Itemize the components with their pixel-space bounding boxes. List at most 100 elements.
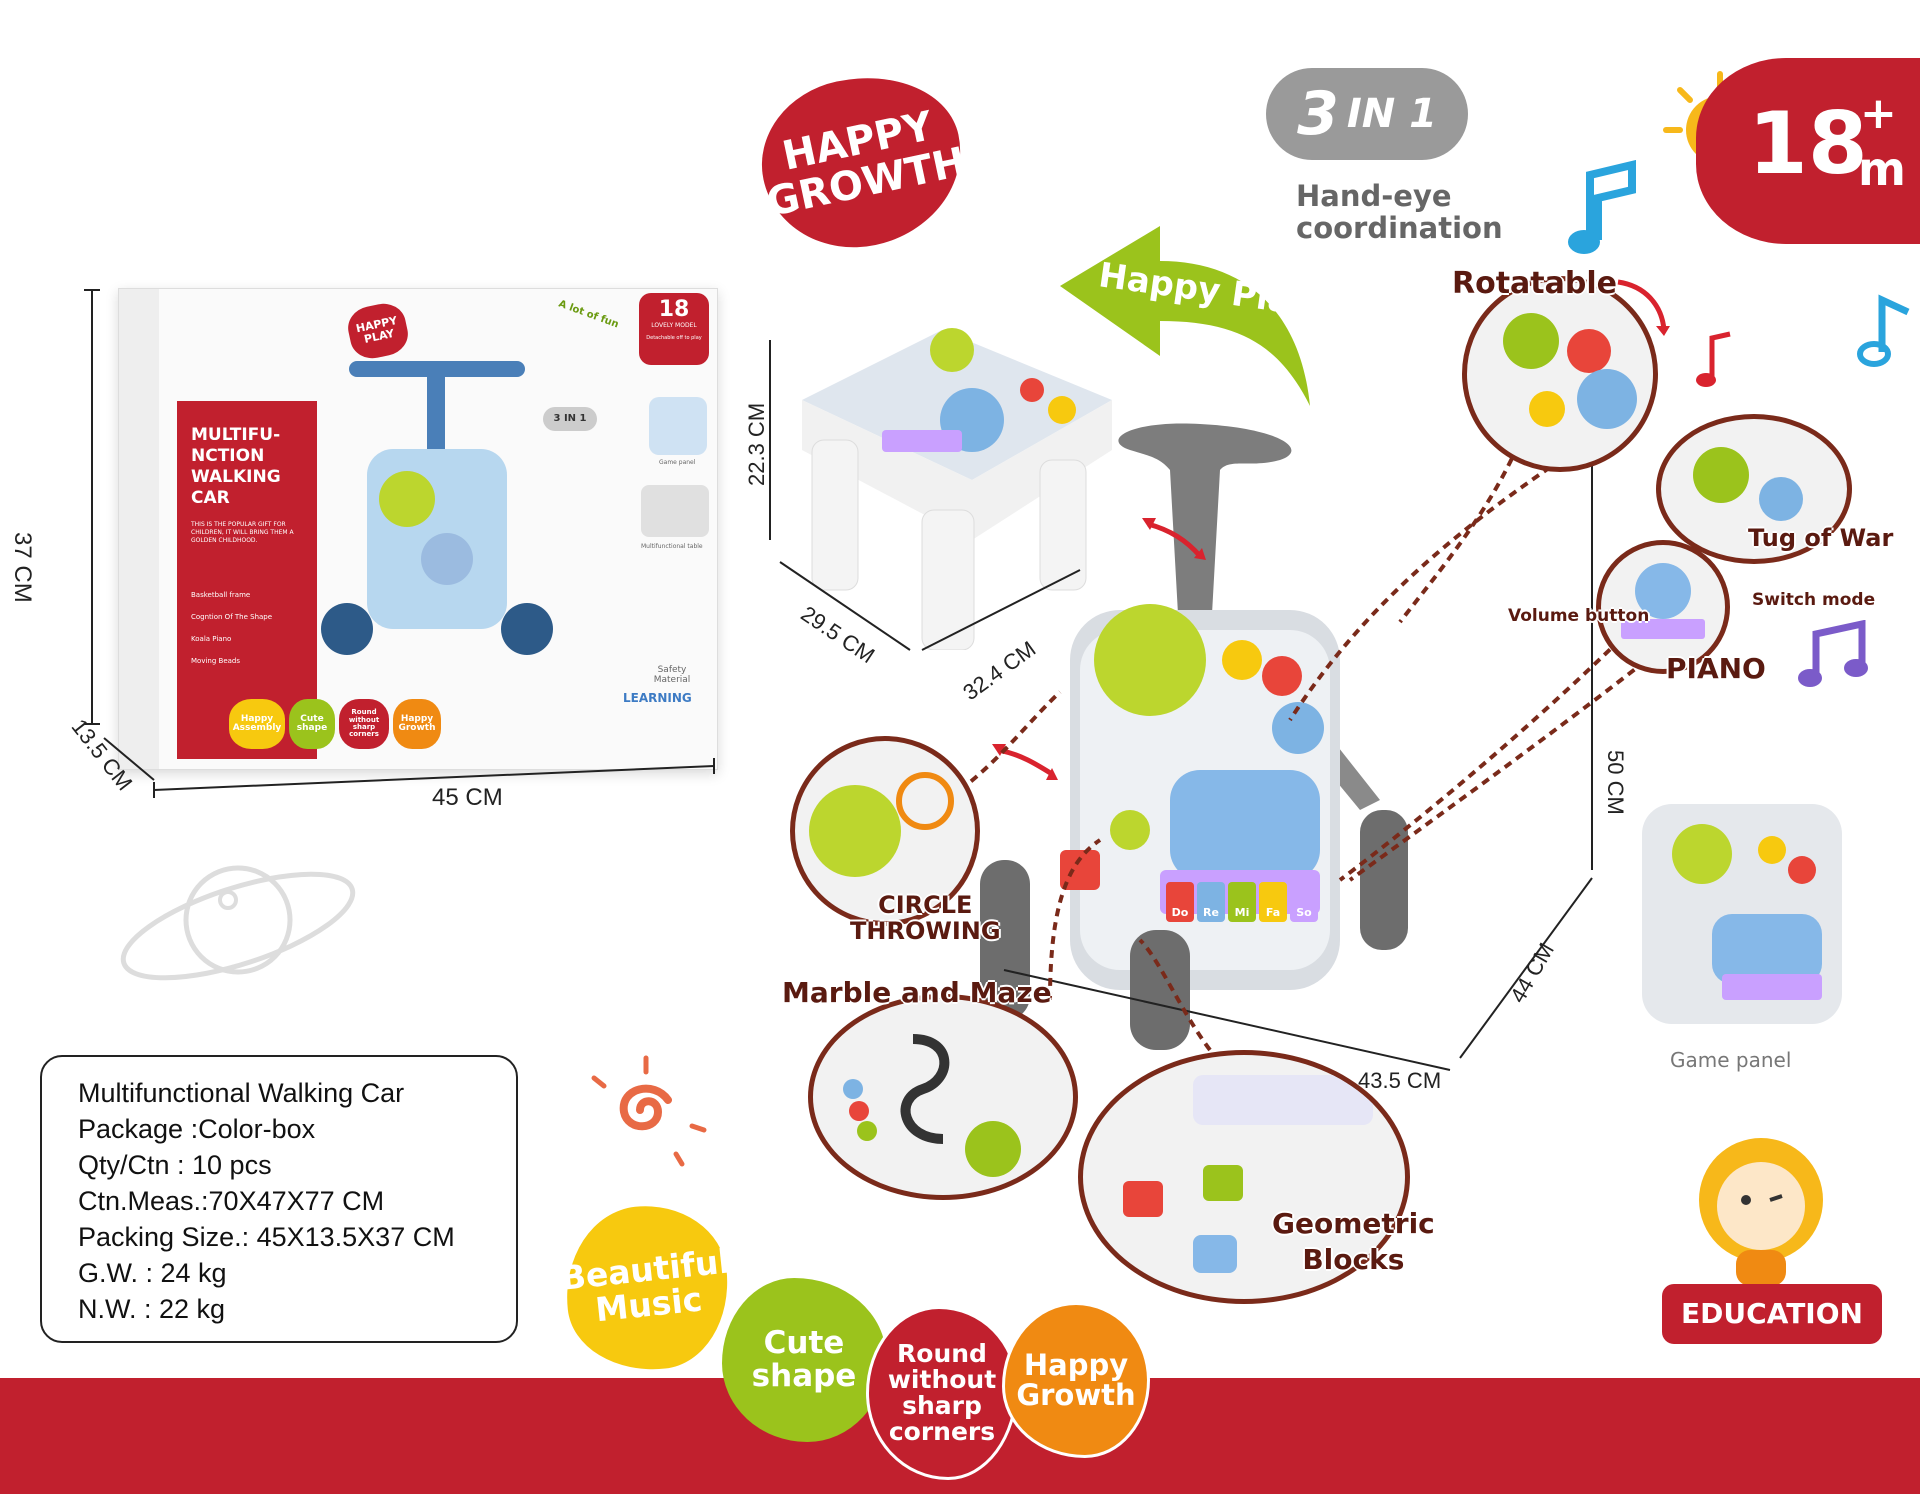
activity-table-image <box>802 328 1112 650</box>
happy-growth-bottom-badge: Happy Growth <box>1002 1302 1150 1458</box>
geometric-blocks-line1: Geometric <box>1272 1207 1435 1240</box>
box-tag: Happy Assembly <box>229 699 285 749</box>
box-features: Basketball frame Cogntion Of The Shape K… <box>191 589 301 667</box>
info-line: G.W. : 24 kg <box>78 1258 227 1288</box>
circle-throwing-label: CIRCLE THROWING <box>850 892 1001 944</box>
hand-eye-line1: Hand-eye <box>1296 179 1452 213</box>
box-detachable: Detachable off to play <box>646 335 702 341</box>
geometric-blocks-label: Geometric Blocks <box>1272 1206 1435 1278</box>
piano-key: So <box>1290 882 1318 922</box>
info-line: Multifunctional Walking Car <box>78 1078 405 1108</box>
piano-key: Fa <box>1259 882 1287 922</box>
piano-key: Do <box>1166 882 1194 922</box>
box-title-line1: MULTIFU- <box>191 425 281 445</box>
piano-callout-circle <box>1596 540 1730 674</box>
volume-button-label: Volume button <box>1508 606 1650 626</box>
rotatable-label: Rotatable <box>1452 266 1617 301</box>
box-tag: Happy Growth <box>393 699 441 749</box>
music-note-icon <box>1568 160 1636 254</box>
table-dimension-lines <box>769 340 1081 651</box>
geometric-blocks-line2: Blocks <box>1302 1243 1405 1276</box>
info-line: N.W. : 22 kg <box>78 1294 226 1324</box>
box-width-label: 45 CM <box>432 784 503 811</box>
piano-label: PIANO <box>1666 652 1766 685</box>
box-game-panel-thumb <box>649 397 707 455</box>
hand-eye-line2: coordination <box>1296 211 1503 245</box>
music-note-icon <box>1857 294 1910 367</box>
table-height-label: 22.3 CM <box>744 402 769 486</box>
box-safety-label: Safety Material <box>653 665 691 685</box>
box-side-panel <box>119 289 159 769</box>
box-table-thumb <box>641 485 709 537</box>
box-title-line4: CAR <box>191 488 230 508</box>
box-bottom-tags: Happy Assembly Cute shape Round without … <box>229 699 441 749</box>
round-line2: without <box>887 1364 997 1394</box>
circle-throwing-callout-circle <box>790 736 980 926</box>
box-game-panel-label: Game panel <box>659 459 696 466</box>
music-note-icon <box>1798 620 1868 687</box>
cute-shape-line1: Cute <box>763 1325 845 1362</box>
cute-shape-line2: shape <box>751 1358 857 1394</box>
info-line: Ctn.Meas.:70X47X77 CM <box>78 1186 385 1216</box>
box-feature: Basketball frame <box>191 591 251 599</box>
circle-throwing-line1: CIRCLE <box>878 891 973 919</box>
age-badge: 18 + m <box>1696 58 1920 244</box>
box-title-line3: WALKING <box>191 467 281 487</box>
box-dimension-lines <box>84 289 715 798</box>
box-age-badge: 18 LOVELY MODEL Detachable off to play <box>639 293 709 365</box>
rotate-arrow-icon <box>1617 279 1670 336</box>
rotate-arrow-icon <box>992 744 1058 780</box>
hand-eye-text: Hand-eye coordination <box>1296 180 1503 244</box>
round-line4: corners <box>888 1417 996 1447</box>
marble-maze-callout-circle <box>808 994 1078 1200</box>
bead-maze-image <box>843 1034 1021 1177</box>
lion-mascot-icon <box>1699 1138 1823 1286</box>
education-badge: EDUCATION <box>1662 1284 1882 1344</box>
info-line: Package :Color-box <box>78 1114 316 1144</box>
game-panel-label: Game panel <box>1670 1048 1792 1072</box>
piano-key: Re <box>1197 882 1225 922</box>
rotate-arrow-icon <box>1142 518 1206 560</box>
tug-of-war-callout-circle <box>1656 414 1852 564</box>
box-lovely-model: LOVELY MODEL <box>651 322 697 329</box>
piano-key: Mi <box>1228 882 1256 922</box>
tug-toy-image <box>1693 447 1803 521</box>
cute-shape-badge: Cute shape <box>722 1278 886 1442</box>
rotatable-callout-circle <box>1462 276 1658 472</box>
geometric-blocks-callout-circle <box>1078 1050 1410 1304</box>
age-number: 18 <box>1748 94 1868 194</box>
round-corners-badge: Round without sharp corners <box>866 1306 1018 1480</box>
switch-mode-label: Switch mode <box>1752 590 1876 610</box>
box-feature: Cogntion Of The Shape <box>191 613 273 621</box>
game-panel-image <box>1642 804 1842 1024</box>
happy-growth-badge: HAPPY GROWTH <box>746 59 978 265</box>
three-in-one-number: 3 <box>1297 78 1339 149</box>
box-tag: Round without sharp corners <box>339 699 389 749</box>
box-title: MULTIFU- NCTION WALKING CAR <box>191 425 281 509</box>
product-box: MULTIFU- NCTION WALKING CAR THIS IS THE … <box>118 288 718 770</box>
circle-throwing-line2: THROWING <box>850 917 1001 945</box>
age-plus: + <box>1860 88 1897 139</box>
box-learning-label: LEARNING <box>623 691 692 705</box>
koala-piano-image <box>1621 563 1705 639</box>
box-walker-image <box>321 361 553 655</box>
tug-of-war-label: Tug of War <box>1748 524 1894 552</box>
info-line: Packing Size.: 45X13.5X37 CM <box>78 1222 455 1252</box>
happy-growth-bottom-line2: Growth <box>1016 1378 1136 1412</box>
round-line3: sharp <box>902 1391 982 1420</box>
box-height-label: 37 CM <box>9 532 36 603</box>
beautiful-music-line2: Music <box>593 1279 704 1330</box>
planet-icon <box>120 865 356 981</box>
info-line: Qty/Ctn : 10 pcs <box>78 1150 272 1180</box>
swirl-icon <box>591 1055 707 1167</box>
round-line1: Round <box>897 1338 987 1368</box>
box-title-line2: NCTION <box>191 446 265 466</box>
beautiful-music-badge: Beautiful Music <box>557 1197 737 1379</box>
elephant-ring-image <box>809 772 954 877</box>
box-table-label: Multifunctional table <box>641 543 703 550</box>
shape-blocks-image <box>1123 1075 1373 1273</box>
marble-maze-label: Marble and Maze <box>782 976 1052 1009</box>
box-three-in-one: 3 IN 1 <box>543 407 597 431</box>
three-in-one-badge: 3 IN 1 <box>1266 68 1468 160</box>
